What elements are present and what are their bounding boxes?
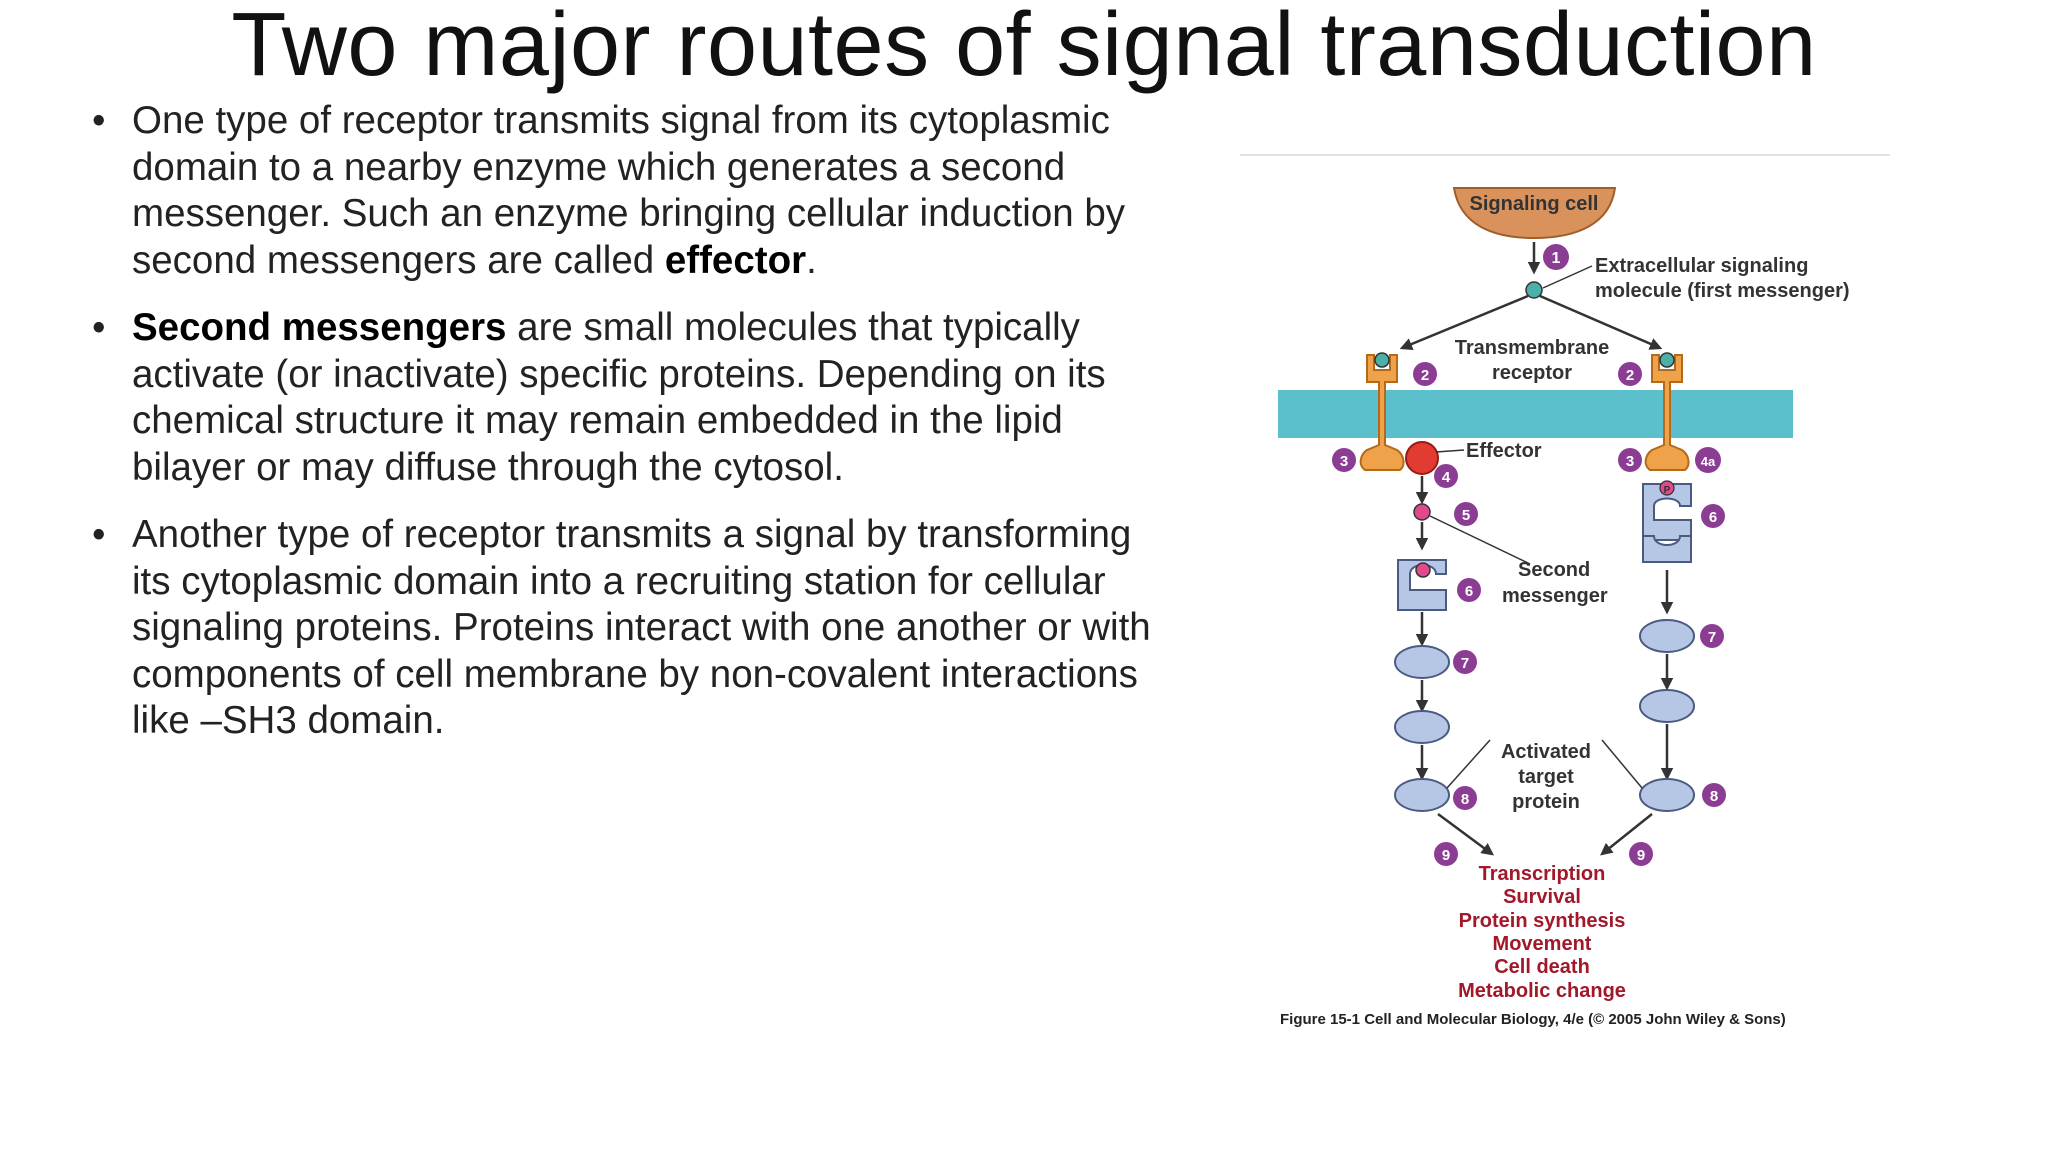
step-number: 7: [1708, 629, 1716, 646]
step-badge: [1695, 447, 1721, 473]
arrow: [1539, 294, 1663, 350]
receptor-label: receptor: [1492, 362, 1572, 384]
step-number: 9: [1637, 847, 1645, 864]
step-badge: [1457, 578, 1481, 602]
outcome-label: Movement: [1493, 933, 1592, 955]
receptor-label: Transmembrane: [1455, 337, 1610, 359]
bullet-marker: •: [92, 306, 106, 349]
first-messenger-label: Extracellular signaling: [1595, 255, 1808, 277]
outcome-label: Survival: [1503, 886, 1581, 908]
effector-enzyme: [1405, 441, 1439, 475]
step-number: 1: [1552, 250, 1561, 267]
recruited-protein: [1642, 483, 1692, 541]
signaling-cell-label: Signaling cell: [1470, 193, 1599, 215]
bullet-list: • One type of receptor transmits signal …: [92, 98, 1152, 766]
outcome-label: Protein synthesis: [1459, 910, 1626, 932]
signaling-protein: [1639, 619, 1695, 653]
step-number: 3: [1340, 453, 1348, 470]
target-protein: [1394, 778, 1450, 812]
step-number: 9: [1442, 847, 1450, 864]
step-badge: [1618, 448, 1642, 472]
phospho-site: [1659, 480, 1675, 496]
bullet-item-effector: • One type of receptor transmits signal …: [92, 98, 1152, 284]
arrow: [1399, 294, 1529, 350]
bullet-text: One type of receptor transmits signal fr…: [132, 99, 1126, 282]
arrow: [1600, 813, 1653, 856]
label-leader: [1601, 739, 1643, 789]
step-badge: [1332, 448, 1356, 472]
step-number: 3: [1626, 453, 1634, 470]
second-messenger-label: Second: [1518, 559, 1590, 581]
signal-transduction-diagram: Signaling cell 1 Extracellular signaling…: [1240, 154, 1890, 1028]
second-messenger-molecule: [1413, 503, 1431, 521]
target-label: Activated: [1501, 741, 1591, 763]
step-badge: [1413, 362, 1437, 386]
recruited-protein-lower: [1642, 535, 1692, 563]
left-receptor: [1359, 354, 1405, 471]
signaling-protein: [1394, 645, 1450, 679]
cell-membrane: [1278, 390, 1793, 438]
outcome-label: Transcription: [1479, 863, 1606, 885]
step-number: 5: [1462, 507, 1470, 524]
step-number: 2: [1421, 367, 1429, 384]
outcome-label: Cell death: [1494, 956, 1590, 978]
step-badge: [1701, 504, 1725, 528]
first-messenger-molecule: [1525, 281, 1543, 299]
step-number: 6: [1709, 509, 1717, 526]
effector-label: Effector: [1466, 440, 1542, 462]
step-number: 4a: [1701, 454, 1716, 469]
label-leader: [1446, 739, 1491, 789]
figure-caption: Figure 15-1 Cell and Molecular Biology, …: [1280, 1011, 1786, 1028]
step-number: 8: [1710, 788, 1718, 805]
outcome-label: Metabolic change: [1458, 980, 1626, 1002]
step-badge: [1629, 842, 1653, 866]
bound-ligand: [1374, 352, 1390, 368]
step-number: 4: [1442, 469, 1451, 486]
first-messenger-label: molecule (first messenger): [1595, 280, 1850, 302]
target-protein: [1639, 778, 1695, 812]
second-messenger-label: messenger: [1502, 585, 1608, 607]
step-number: 2: [1626, 367, 1634, 384]
target-label: target: [1518, 766, 1574, 788]
label-leader: [1429, 515, 1531, 565]
step-badge: [1453, 650, 1477, 674]
bullet-bold-term: Second messengers: [132, 306, 507, 349]
step-badge: [1454, 502, 1478, 526]
phospho-label: P: [1664, 485, 1671, 496]
slide-title: Two major routes of signal transduction: [231, 0, 1817, 95]
signaling-protein: [1639, 689, 1695, 723]
step-badge: [1543, 244, 1569, 270]
step-number: 7: [1461, 655, 1469, 672]
label-leader: [1435, 449, 1465, 453]
bullet-bold-term: effector: [664, 238, 807, 282]
signaling-cell-shape: [1452, 187, 1617, 240]
bullet-text: are small molecules that typically activ…: [132, 306, 1106, 489]
right-receptor: [1644, 354, 1690, 471]
step-number: 6: [1465, 583, 1473, 600]
bullet-text-end: .: [806, 238, 817, 282]
step-badge: [1702, 783, 1726, 807]
bullet-text: Another type of receptor transmits a sig…: [132, 513, 1151, 742]
step-badge: [1434, 464, 1458, 488]
bullet-item-second-messengers: • Second messengers are small molecules …: [92, 305, 1152, 491]
step-number: 8: [1461, 791, 1469, 808]
step-badge: [1453, 786, 1477, 810]
arrow: [1437, 812, 1495, 856]
bound-second-messenger: [1415, 562, 1431, 578]
step-badge: [1434, 842, 1458, 866]
step-badge: [1700, 624, 1724, 648]
bullet-item-recruiting-station: • Another type of receptor transmits a s…: [92, 512, 1152, 745]
bound-ligand: [1659, 352, 1675, 368]
step-badge: [1618, 362, 1642, 386]
bullet-marker: •: [92, 513, 106, 556]
target-label: protein: [1512, 791, 1580, 813]
signaling-protein: [1394, 710, 1450, 744]
bullet-marker: •: [92, 99, 106, 142]
label-leader: [1542, 265, 1593, 289]
